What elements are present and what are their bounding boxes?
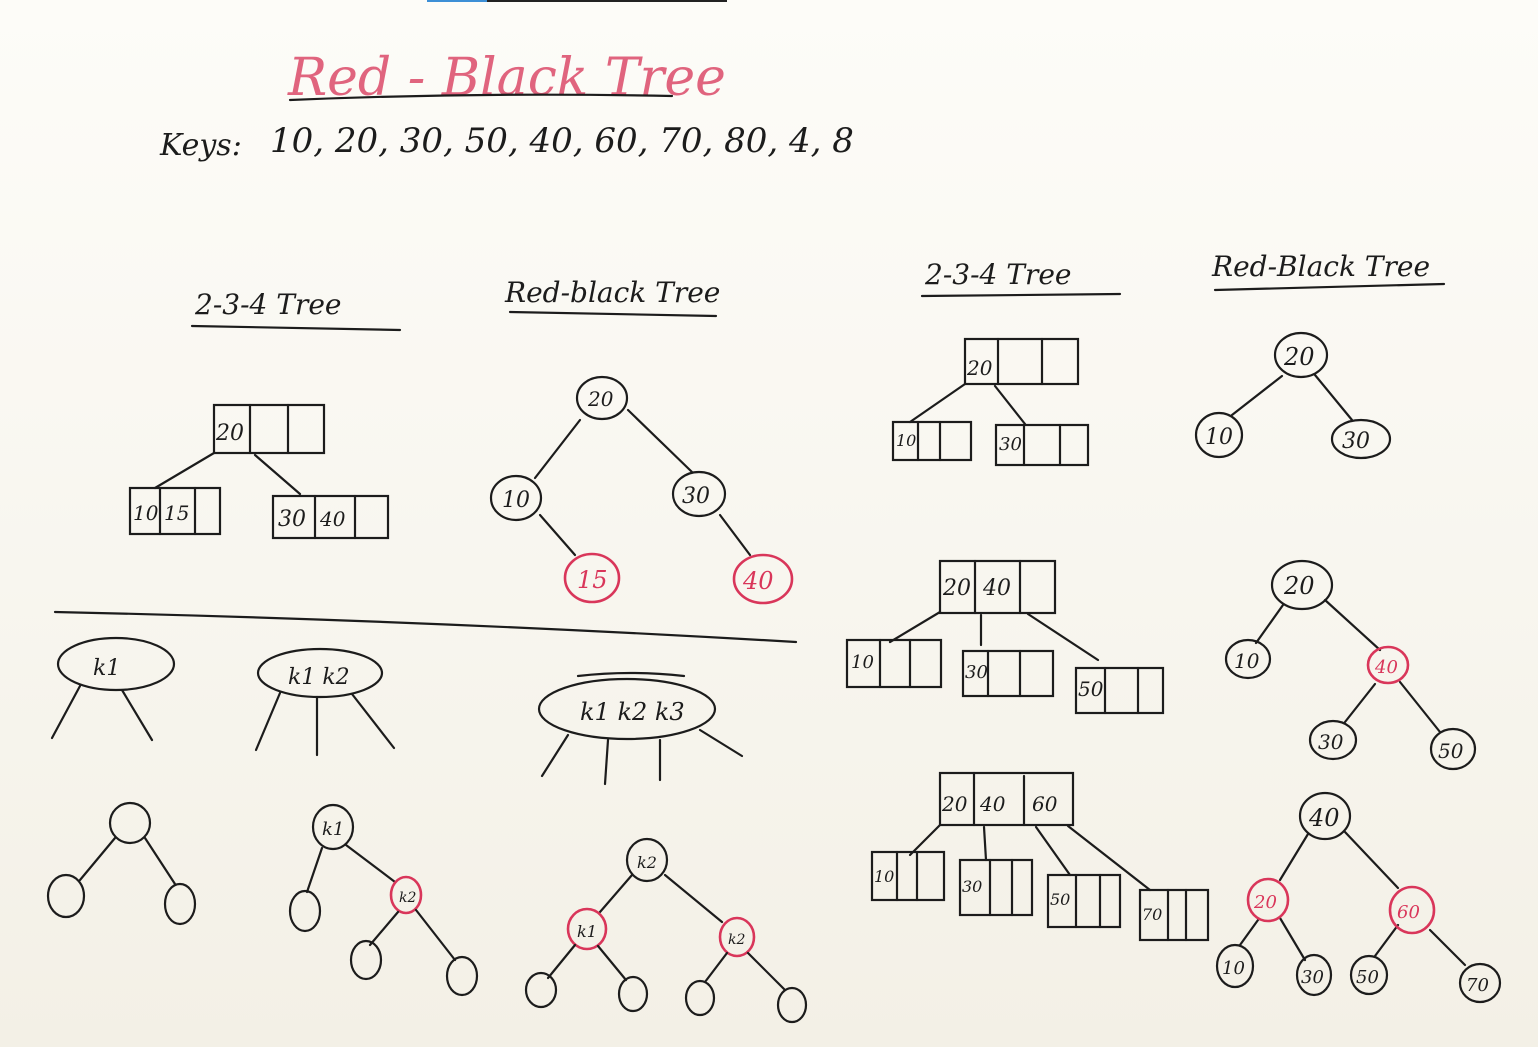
svg-text:50: 50 xyxy=(1356,967,1379,988)
step3-rb: 40 20 60 10 30 50 70 xyxy=(1215,791,1502,1004)
left234-right-key1: 30 xyxy=(278,507,306,532)
svg-text:40: 40 xyxy=(1374,657,1398,678)
left-heading-rb-underline xyxy=(508,310,718,318)
node-k1-k2-k3: k1 k2 k3 xyxy=(537,671,744,786)
left234-right-key2: 40 xyxy=(319,507,346,531)
progress-bar-fill xyxy=(427,0,487,2)
svg-text:30: 30 xyxy=(962,877,982,896)
divider-line xyxy=(53,610,798,644)
svg-text:k1 k2: k1 k2 xyxy=(288,665,350,690)
svg-text:10: 10 xyxy=(896,431,916,450)
rb-node-40: 40 xyxy=(742,567,774,595)
title: Red - Black Tree xyxy=(287,48,726,108)
svg-text:10: 10 xyxy=(851,652,874,673)
rb-node-15: 15 xyxy=(577,566,608,594)
svg-text:70: 70 xyxy=(1466,975,1489,996)
svg-text:20: 20 xyxy=(1253,892,1277,913)
rb-node-30: 30 xyxy=(682,484,710,509)
svg-text:k2: k2 xyxy=(637,853,657,872)
svg-text:k1: k1 xyxy=(93,656,120,681)
keys-value: 10, 20, 30, 50, 40, 60, 70, 80, 4, 8 xyxy=(270,121,854,161)
svg-text:50: 50 xyxy=(1050,890,1070,909)
title-underline xyxy=(288,93,674,102)
node-k1: k1 xyxy=(50,636,176,742)
svg-text:30: 30 xyxy=(1301,967,1324,988)
svg-text:30: 30 xyxy=(1318,730,1344,754)
svg-text:40: 40 xyxy=(982,576,1011,601)
svg-text:k2: k2 xyxy=(728,932,745,948)
left-234-tree: 20 10 15 30 40 xyxy=(128,403,390,540)
svg-text:30: 30 xyxy=(1342,429,1370,454)
right-heading-rb: Red-Black Tree xyxy=(1211,250,1430,283)
left-heading-234-underline xyxy=(190,324,402,332)
left-rb-tree: 20 10 30 15 40 xyxy=(489,375,794,605)
right-heading-234: 2-3-4 Tree xyxy=(924,258,1071,291)
right-heading-rb-underline xyxy=(1213,282,1446,292)
svg-text:k1 k2 k3: k1 k2 k3 xyxy=(580,698,685,726)
node-k1-k2: k1 k2 xyxy=(254,647,396,757)
rb-shape-2node xyxy=(46,801,197,926)
rb-shape-4node: k2 k1 k2 xyxy=(524,837,808,1024)
svg-text:k1: k1 xyxy=(322,819,344,840)
left-heading-rb: Red-black Tree xyxy=(504,276,720,309)
left234-left-key2: 15 xyxy=(164,501,189,525)
svg-text:20: 20 xyxy=(1283,343,1315,371)
svg-text:k2: k2 xyxy=(399,890,416,906)
left234-left-key1: 10 xyxy=(133,501,159,525)
rb-shape-3node: k1 k2 xyxy=(288,803,479,997)
left234-root-key: 20 xyxy=(215,421,244,446)
keys-label: Keys: xyxy=(159,128,242,163)
svg-text:60: 60 xyxy=(1032,792,1058,816)
step1-rb: 20 10 30 xyxy=(1194,331,1392,460)
svg-text:20: 20 xyxy=(966,356,993,380)
svg-text:10: 10 xyxy=(1222,958,1245,979)
svg-text:30: 30 xyxy=(965,662,988,683)
svg-text:50: 50 xyxy=(1438,739,1464,763)
rb-node-20: 20 xyxy=(587,387,614,411)
svg-text:20: 20 xyxy=(942,576,971,601)
svg-text:40: 40 xyxy=(1308,804,1340,832)
progress-bar xyxy=(427,0,727,2)
svg-text:20: 20 xyxy=(1283,572,1315,600)
svg-text:10: 10 xyxy=(874,867,894,886)
svg-text:10: 10 xyxy=(1234,649,1260,673)
rb-node-10: 10 xyxy=(502,488,530,513)
step2-234: 20 40 10 30 50 xyxy=(845,559,1165,715)
left-heading-234: 2-3-4 Tree xyxy=(194,288,341,321)
svg-text:40: 40 xyxy=(979,792,1006,816)
step2-rb: 20 10 40 30 50 xyxy=(1224,559,1477,771)
svg-text:60: 60 xyxy=(1397,902,1420,923)
svg-text:20: 20 xyxy=(941,792,968,816)
right-heading-234-underline xyxy=(920,292,1122,298)
step3-234: 20 40 60 10 30 50 70 xyxy=(870,771,1210,942)
svg-text:50: 50 xyxy=(1078,677,1104,701)
svg-text:70: 70 xyxy=(1142,905,1162,924)
svg-text:10: 10 xyxy=(1205,425,1233,450)
svg-text:k1: k1 xyxy=(577,922,597,941)
svg-text:30: 30 xyxy=(999,434,1022,455)
step1-234: 20 10 30 xyxy=(891,337,1090,467)
